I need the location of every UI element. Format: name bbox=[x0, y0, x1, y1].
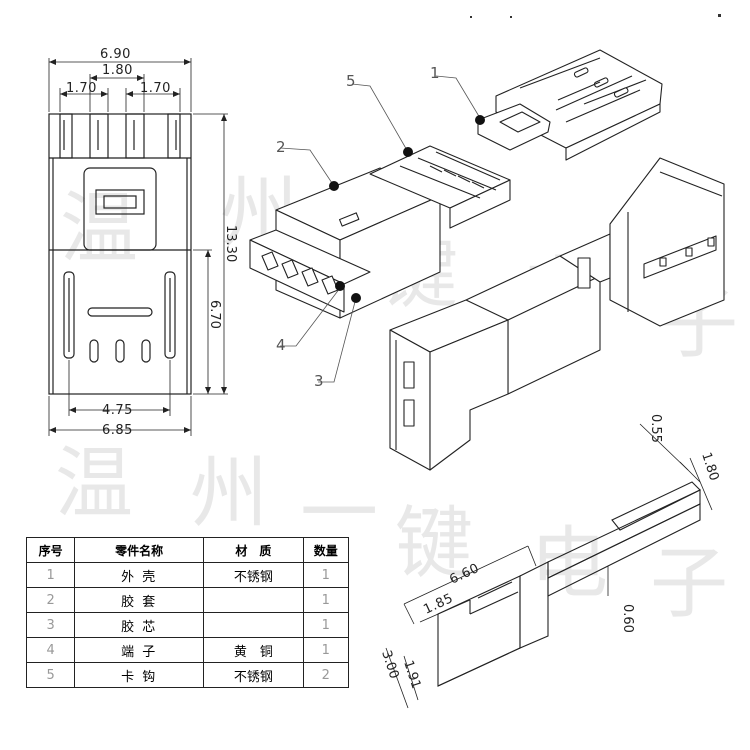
center-slot bbox=[87, 307, 153, 317]
bom-cell-material: 不锈钢 bbox=[203, 662, 304, 688]
part-plug-housing bbox=[249, 145, 511, 319]
bom-table: 序号 零件名称 材 质 数量 1 外 壳 不锈钢 1 2 胶 套 1 3 胶 芯… bbox=[25, 537, 350, 688]
assembled-connector bbox=[389, 157, 725, 471]
callout-label-4: 4 bbox=[276, 336, 286, 354]
watermark-char: 温 bbox=[55, 439, 133, 529]
bom-cell-material: 不锈钢 bbox=[203, 562, 304, 588]
bom-cell-qty: 1 bbox=[302, 637, 350, 663]
bom-header-qty: 数量 bbox=[302, 537, 350, 563]
callout-label-2: 2 bbox=[276, 138, 286, 156]
latch-window bbox=[83, 167, 157, 251]
bom-cell-no: 5 bbox=[25, 662, 76, 688]
dim-gap: 0.55 bbox=[648, 414, 663, 443]
dim-bottom-width: 6.85 bbox=[102, 423, 133, 438]
dim-right-width: 1.70 bbox=[140, 81, 171, 96]
watermark-char: 键 bbox=[395, 499, 473, 589]
bom-cell-no: 1 bbox=[25, 562, 76, 588]
bom-cell-name: 端 子 bbox=[74, 637, 205, 663]
table-row: 4 端 子 黄 铜 1 bbox=[25, 637, 350, 663]
table-row: 5 卡 钩 不锈钢 2 bbox=[25, 662, 350, 688]
top-view bbox=[48, 113, 192, 395]
callouts bbox=[279, 75, 481, 383]
bom-cell-no: 4 bbox=[25, 637, 76, 663]
exploded-view bbox=[249, 49, 725, 471]
top-teeth bbox=[59, 113, 181, 159]
bom-cell-name: 外 壳 bbox=[74, 562, 205, 588]
callout-dots bbox=[329, 115, 485, 303]
bom-cell-no: 2 bbox=[25, 587, 76, 613]
dim-thickness: 0.60 bbox=[620, 604, 635, 633]
bom-cell-qty: 1 bbox=[302, 562, 350, 588]
bom-cell-material bbox=[203, 587, 304, 613]
watermark-char: 电 bbox=[530, 519, 608, 609]
bom-cell-qty: 1 bbox=[302, 612, 350, 638]
dim-side: 1.80 bbox=[698, 451, 721, 483]
dim-overall-width: 6.90 bbox=[100, 47, 131, 62]
top-view-dimension-labels: 6.90 1.80 1.70 1.70 13.30 6.70 4.75 6.85 bbox=[66, 47, 238, 438]
dim-height-b: 1.91 bbox=[400, 659, 423, 691]
section-view-dimensions bbox=[385, 423, 713, 709]
callout-labels: 1 5 2 4 3 bbox=[276, 64, 440, 390]
callout-label-5: 5 bbox=[346, 72, 356, 90]
top-view-dimensions bbox=[48, 58, 228, 436]
section-view bbox=[437, 481, 701, 687]
bom-cell-name: 胶 芯 bbox=[74, 612, 205, 638]
corner-marks bbox=[470, 14, 721, 18]
bom-cell-material: 黄 铜 bbox=[203, 637, 304, 663]
bom-cell-no: 3 bbox=[25, 612, 76, 638]
bom-header-material: 材 质 bbox=[203, 537, 304, 563]
dim-center-width: 1.80 bbox=[102, 63, 133, 78]
table-row: 2 胶 套 1 bbox=[25, 587, 350, 613]
dim-left-width: 1.70 bbox=[66, 81, 97, 96]
bom-header-row: 序号 零件名称 材 质 数量 bbox=[25, 537, 350, 563]
bom-cell-name: 胶 套 bbox=[74, 587, 205, 613]
part-latch-clip bbox=[477, 49, 663, 161]
dim-overall-length: 13.30 bbox=[223, 225, 238, 262]
bom-cell-qty: 2 bbox=[302, 662, 350, 688]
bom-cell-qty: 1 bbox=[302, 587, 350, 613]
watermark-char: 温 bbox=[60, 184, 138, 274]
terminal-slots bbox=[429, 165, 485, 189]
dim-front-length: 6.70 bbox=[207, 300, 222, 329]
top-view-arrows bbox=[49, 59, 227, 433]
callout-label-1: 1 bbox=[430, 64, 440, 82]
dim-inner-width: 4.75 bbox=[102, 403, 133, 418]
watermark-char: 州 bbox=[190, 449, 268, 539]
bom-cell-name: 卡 钩 bbox=[74, 662, 205, 688]
bom-cell-material bbox=[203, 612, 304, 638]
watermark-char: 子 bbox=[650, 539, 728, 629]
bom-header-no: 序号 bbox=[25, 537, 76, 563]
table-row: 1 外 壳 不锈钢 1 bbox=[25, 562, 350, 588]
bom-header-name: 零件名称 bbox=[74, 537, 205, 563]
table-row: 3 胶 芯 1 bbox=[25, 612, 350, 638]
pin-openings bbox=[261, 251, 339, 295]
callout-label-3: 3 bbox=[314, 372, 324, 390]
dim-height-a: 3.00 bbox=[378, 649, 401, 681]
